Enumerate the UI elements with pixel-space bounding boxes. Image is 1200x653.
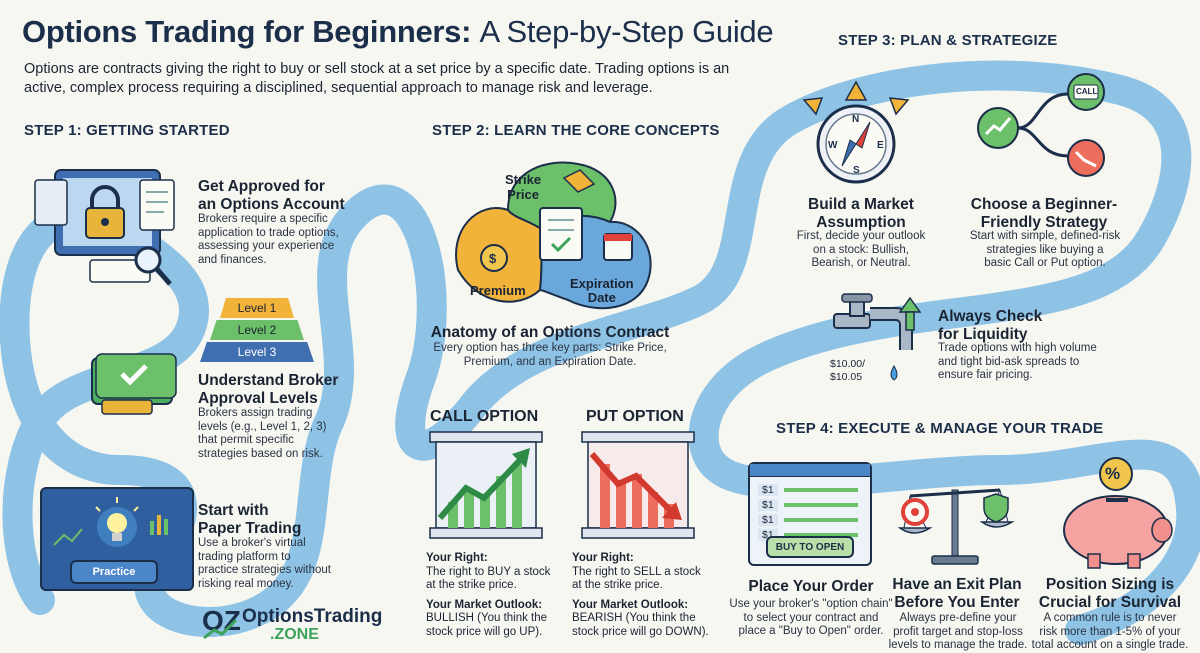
secure-computer-icon: [34, 169, 175, 286]
intro-line-2: active, complex process requiring a disc…: [24, 80, 653, 96]
logo-mark-icon: OZ: [202, 605, 241, 640]
site-logo: OZ OptionsTrading .ZONE: [200, 600, 382, 647]
anatomy-title: Anatomy of an Options Contract: [430, 324, 670, 341]
window-titlebar: [750, 464, 870, 477]
compass-s-label: S: [853, 165, 860, 176]
buy-to-open-button[interactable]: BUY TO OPEN: [766, 536, 854, 558]
step2-heading: STEP 2: LEARN THE CORE CONCEPTS: [432, 122, 720, 139]
balance-scale-icon: [897, 488, 1015, 565]
logo-line-1: OptionsTrading: [242, 606, 383, 627]
logo-line-2: .ZONE: [270, 626, 319, 643]
step1-heading: STEP 1: GETTING STARTED: [24, 122, 230, 139]
lightbulb-icon: [53, 497, 168, 547]
chain-row[interactable]: $1: [758, 512, 858, 527]
call-option-heading: CALL OPTION: [430, 408, 539, 425]
anatomy-description: Every option has three key parts: Strike…: [433, 342, 667, 368]
piggy-bank-icon: [1063, 457, 1173, 569]
order-title: Place Your Order: [748, 578, 874, 595]
page-title: Options Trading for Beginners: A Step-by…: [22, 14, 774, 49]
step4-heading: STEP 4: EXECUTE & MANAGE YOUR TRADE: [776, 420, 1104, 437]
percent-coin-label: %: [1105, 464, 1121, 483]
put-option-heading: PUT OPTION: [586, 408, 684, 425]
option-chain-rows: $1 $1 $1 $1: [758, 482, 858, 542]
faucet-icon: [833, 293, 922, 381]
intro-text: Options are contracts giving the right t…: [24, 60, 784, 98]
call-chart-icon: [429, 431, 543, 539]
step3-heading: STEP 3: PLAN & STRATEGIZE: [838, 32, 1058, 49]
strategy-branch-icon: [977, 73, 1105, 177]
level-3-tier: Level 3: [200, 342, 314, 362]
order-description: Use your broker's "option chain"to selec…: [729, 598, 893, 637]
contract-anatomy-diagram: $: [455, 161, 652, 310]
compass-w-label: W: [828, 140, 838, 151]
chain-row[interactable]: $1: [758, 497, 858, 512]
chain-row[interactable]: $1: [758, 482, 858, 497]
compass-icon: N E S W: [802, 80, 910, 184]
strategy-title: Choose a Beginner-Friendly Strategy: [970, 196, 1118, 231]
bid-ask-prices: $10.00/$10.05: [830, 358, 866, 383]
level-2-tier: Level 2: [210, 320, 304, 340]
practice-button[interactable]: Practice: [70, 560, 158, 584]
intro-line-1: Options are contracts giving the right t…: [24, 61, 730, 77]
level-1-tier: Level 1: [220, 298, 294, 318]
compass-e-label: E: [877, 140, 884, 151]
compass-n-label: N: [852, 114, 859, 125]
premium-label: Premium: [470, 283, 526, 298]
call-tag-label: CALL: [1076, 87, 1098, 96]
svg-text:$: $: [489, 251, 497, 266]
put-chart-icon: [581, 431, 695, 539]
approval-stamp-icon: [91, 353, 177, 415]
